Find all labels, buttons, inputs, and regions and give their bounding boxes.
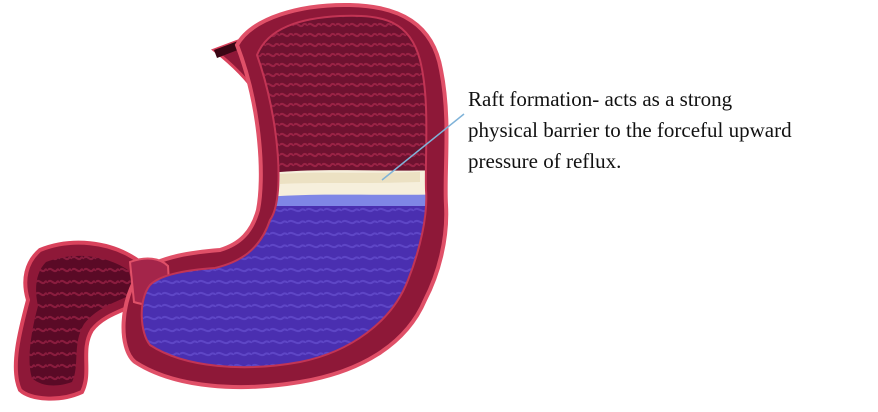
raft-annotation: Raft formation- acts as a strong physica… — [468, 84, 878, 177]
stomach-body — [120, 0, 460, 412]
annotation-line-3: pressure of reflux. — [468, 146, 878, 177]
annotation-line-1: Raft formation- acts as a strong — [468, 84, 878, 115]
annotation-line-2: physical barrier to the forceful upward — [468, 115, 878, 146]
